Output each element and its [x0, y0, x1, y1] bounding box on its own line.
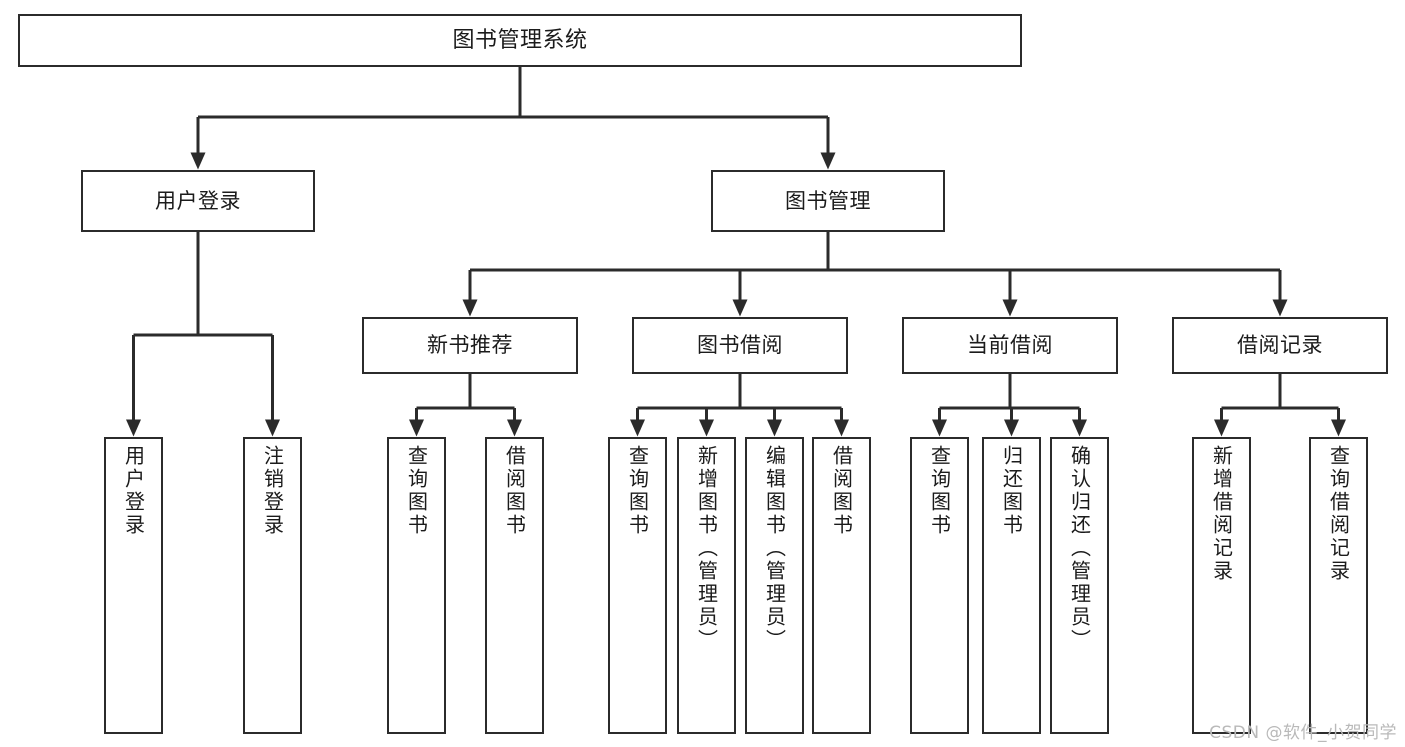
arrow-head: [630, 419, 645, 437]
node-label: 当前借阅: [967, 333, 1053, 358]
arrow-head: [834, 419, 849, 437]
node-root[interactable]: 图书管理系统: [18, 14, 1022, 67]
node-label: 借阅记录: [1237, 333, 1323, 358]
node-l2[interactable]: 注销登录: [243, 437, 302, 734]
node-newbooks[interactable]: 新书推荐: [362, 317, 578, 374]
node-label: 归还图书: [999, 445, 1024, 537]
arrow-head: [1072, 419, 1087, 437]
node-b2[interactable]: 新增图书（管理员）: [677, 437, 736, 734]
arrow-head: [932, 419, 947, 437]
arrow-head: [1214, 419, 1229, 437]
arrow-head: [1272, 299, 1288, 317]
arrow-head: [699, 419, 714, 437]
node-c2[interactable]: 归还图书: [982, 437, 1041, 734]
arrow-head: [1331, 419, 1346, 437]
node-label: 查询借阅记录: [1326, 445, 1351, 583]
arrow-head: [507, 419, 522, 437]
arrow-head: [1004, 419, 1019, 437]
node-label: 编辑图书（管理员）: [762, 445, 787, 652]
node-bookmgmt[interactable]: 图书管理: [711, 170, 945, 232]
node-n1[interactable]: 查询图书: [387, 437, 446, 734]
node-c3[interactable]: 确认归还（管理员）: [1050, 437, 1109, 734]
node-r1[interactable]: 新增借阅记录: [1192, 437, 1251, 734]
arrow-head: [462, 299, 478, 317]
node-b3[interactable]: 编辑图书（管理员）: [745, 437, 804, 734]
node-login[interactable]: 用户登录: [81, 170, 315, 232]
arrow-head: [732, 299, 748, 317]
node-label: 图书管理: [785, 188, 871, 213]
node-borrow[interactable]: 图书借阅: [632, 317, 848, 374]
node-label: 新增图书（管理员）: [694, 445, 719, 652]
arrow-head: [409, 419, 424, 437]
node-label: 图书管理系统: [452, 27, 588, 53]
watermark: CSDN @软件_小贺同学: [1209, 723, 1397, 743]
node-label: 用户登录: [121, 445, 146, 537]
node-records[interactable]: 借阅记录: [1172, 317, 1388, 374]
node-label: 查询图书: [927, 445, 952, 537]
arrow-head: [820, 152, 836, 170]
node-current[interactable]: 当前借阅: [902, 317, 1118, 374]
node-r2[interactable]: 查询借阅记录: [1309, 437, 1368, 734]
node-label: 新增借阅记录: [1209, 445, 1234, 583]
arrow-head: [767, 419, 782, 437]
arrow-head: [190, 152, 206, 170]
arrow-head: [1002, 299, 1018, 317]
node-label: 新书推荐: [427, 333, 513, 358]
node-b4[interactable]: 借阅图书: [812, 437, 871, 734]
node-label: 查询图书: [404, 445, 429, 537]
node-label: 借阅图书: [829, 445, 854, 537]
node-label: 图书借阅: [697, 333, 783, 358]
arrow-head: [265, 419, 280, 437]
arrow-head: [126, 419, 141, 437]
node-n2[interactable]: 借阅图书: [485, 437, 544, 734]
node-label: 借阅图书: [502, 445, 527, 537]
node-label: 查询图书: [625, 445, 650, 537]
node-label: 注销登录: [260, 445, 285, 537]
node-l1[interactable]: 用户登录: [104, 437, 163, 734]
node-b1[interactable]: 查询图书: [608, 437, 667, 734]
node-c1[interactable]: 查询图书: [910, 437, 969, 734]
node-label: 用户登录: [155, 188, 241, 213]
node-label: 确认归还（管理员）: [1067, 445, 1092, 652]
